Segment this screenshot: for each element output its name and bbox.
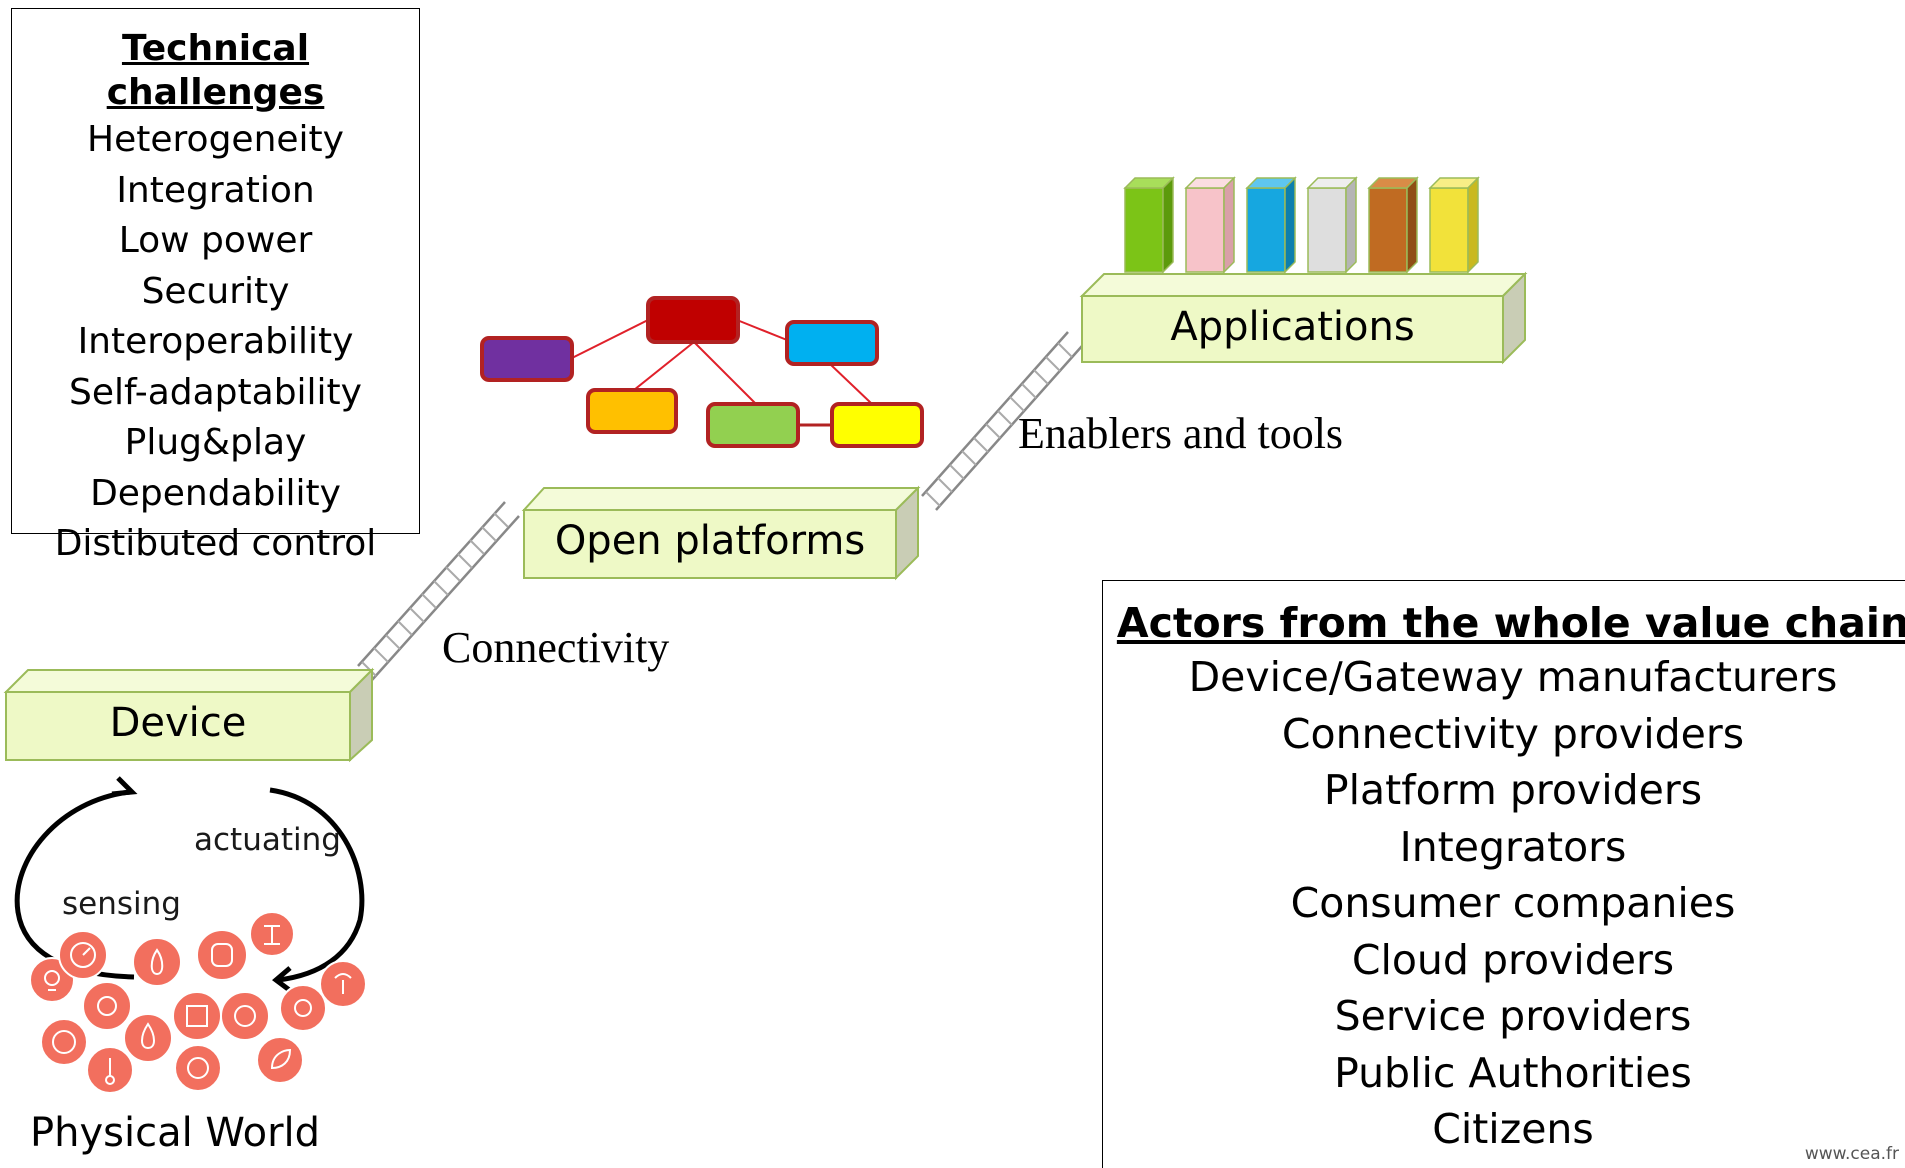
challenge-item: Dependability xyxy=(90,472,341,514)
signal-icon xyxy=(319,960,367,1008)
actuating-label: actuating xyxy=(194,822,341,858)
challenge-item: Self-adaptability xyxy=(69,371,362,413)
device-label: Device xyxy=(109,700,247,746)
eye-icon xyxy=(82,981,132,1031)
platform-network xyxy=(480,296,924,448)
application-bars xyxy=(1123,176,1480,274)
node-green xyxy=(706,402,800,448)
chip-icon xyxy=(172,991,222,1041)
technical-challenges-title: Technical challenges xyxy=(106,28,325,113)
challenge-item: Distibuted control xyxy=(54,523,377,564)
node-yellow xyxy=(830,402,924,448)
node-cyan xyxy=(785,320,879,366)
node-red xyxy=(646,296,740,344)
challenge-item: Heterogeneity xyxy=(87,119,344,160)
connectivity-ladder xyxy=(357,501,520,681)
physical-world-icons xyxy=(29,911,367,1094)
actor-item: Platform providers xyxy=(1323,766,1703,814)
fingerprint-icon xyxy=(220,991,270,1041)
connectivity-label: Connectivity xyxy=(442,623,670,672)
app-bar-blue xyxy=(1245,176,1297,274)
enablers-label: Enablers and tools xyxy=(1018,409,1344,458)
actor-item: Consumer companies xyxy=(1290,879,1736,927)
sensing-label: sensing xyxy=(62,886,181,922)
challenge-item: Security xyxy=(141,270,290,312)
challenge-item: Integration xyxy=(116,169,315,211)
gear-icon xyxy=(279,984,327,1032)
actor-item: Public Authorities xyxy=(1334,1048,1692,1097)
droplet-icon xyxy=(123,1013,173,1063)
node-orange xyxy=(586,388,678,434)
app-bar-green xyxy=(1123,176,1175,274)
actor-item: Integrators xyxy=(1399,822,1627,871)
actors-box: Actors from the whole value chain Device… xyxy=(1102,580,1905,1168)
challenge-item: Plug&play xyxy=(124,422,307,463)
physical-world-label: Physical World xyxy=(30,1110,321,1156)
open-platforms-label: Open platforms xyxy=(554,518,866,564)
challenge-item: Interoperability xyxy=(77,321,354,362)
actor-item: Citizens xyxy=(1432,1105,1594,1153)
actors-title: Actors from the whole value chain xyxy=(1116,599,1905,647)
applications-step xyxy=(1079,271,1528,365)
leaf-icon xyxy=(256,1036,304,1084)
app-bar-brown xyxy=(1367,176,1419,274)
valve-icon xyxy=(249,911,295,957)
app-bar-gray xyxy=(1306,176,1358,274)
applications-label: Applications xyxy=(1170,304,1415,350)
actuating-arc xyxy=(269,787,365,983)
compass-icon xyxy=(40,1018,88,1066)
node-purple xyxy=(480,336,574,382)
actor-item: Connectivity providers xyxy=(1281,709,1745,758)
device-step xyxy=(3,667,375,763)
app-bar-pink xyxy=(1184,176,1236,274)
container-icon xyxy=(196,929,248,981)
enablers-ladder xyxy=(921,331,1083,511)
actor-item: Cloud providers xyxy=(1351,935,1675,984)
source-credit: www.cea.fr xyxy=(1804,1144,1899,1164)
app-bar-yellow xyxy=(1428,176,1480,274)
technical-challenges-box: Technical challenges Heterogeneity Integ… xyxy=(11,8,420,564)
gauge-icon xyxy=(58,930,108,980)
actor-item: Device/Gateway manufacturers xyxy=(1188,653,1838,701)
thermometer-icon xyxy=(86,1046,134,1094)
challenge-item: Low power xyxy=(118,220,313,261)
open-platforms-step xyxy=(521,485,921,581)
flame-icon xyxy=(132,937,182,987)
actor-item: Service providers xyxy=(1334,992,1692,1040)
thermostat-icon xyxy=(174,1044,222,1092)
